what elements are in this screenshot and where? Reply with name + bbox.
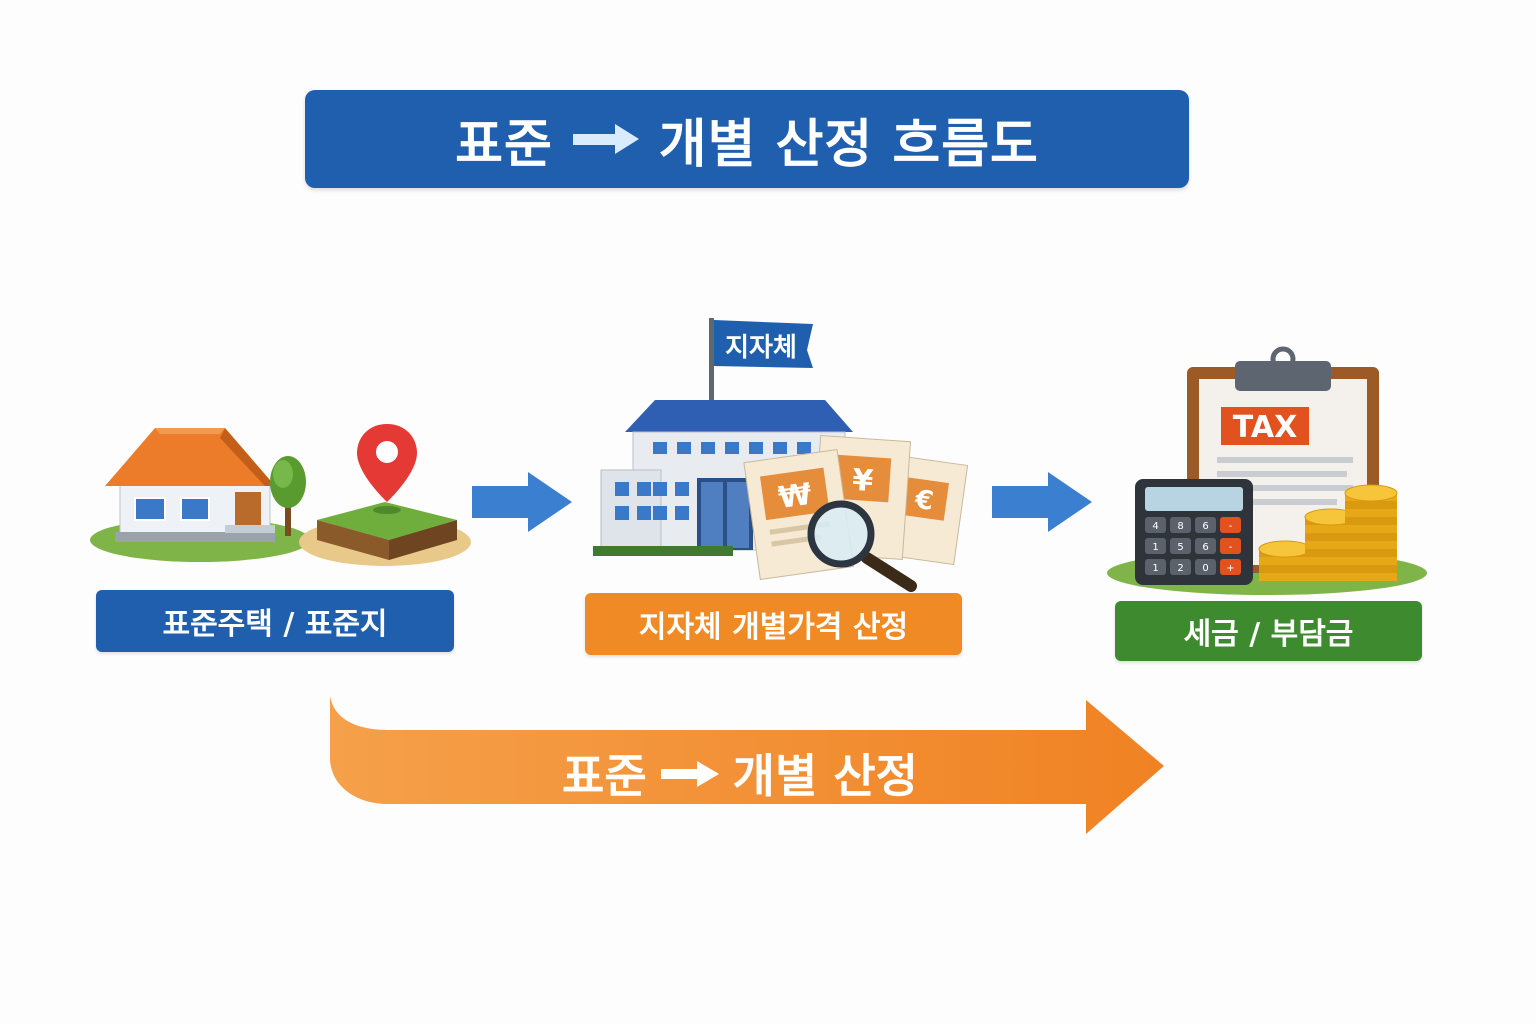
coin: [1305, 557, 1357, 565]
calculator-key: [1220, 559, 1241, 575]
location-pin-icon: [357, 424, 417, 514]
calculator-key-label: 4: [1152, 521, 1158, 532]
coin: [1305, 549, 1357, 557]
calculator-key-label: -: [1229, 542, 1233, 553]
calculator-key: [1195, 538, 1216, 554]
step-label-local-government: 지자체 개별가격 산정: [585, 593, 962, 655]
calculator-key-label: 2: [1177, 563, 1183, 574]
calculator-keypad: 4 8 6 - 1 5 6 - 1 2 0 +: [1145, 517, 1241, 575]
coin-top: [1344, 484, 1398, 502]
calculator-key-label: 6: [1202, 521, 1208, 532]
coin: [1345, 557, 1397, 565]
calculator-icon: 4 8 6 - 1 5 6 - 1 2 0 +: [1135, 479, 1253, 585]
coin: [1345, 501, 1397, 509]
calculator-key: [1170, 559, 1191, 575]
coin: [1305, 541, 1357, 549]
flag-text: 지자체: [725, 333, 797, 363]
house-icon: [105, 428, 275, 542]
calculator-key-label: 8: [1177, 521, 1183, 532]
title-arrow-icon: [571, 109, 641, 169]
euro-symbol: €: [912, 485, 935, 517]
bottom-arrow-right: 개별 산정: [732, 749, 918, 803]
step-label-tax: 세금 / 부담금: [1115, 601, 1422, 661]
bottom-arrow-inline-icon: [659, 746, 721, 800]
local-government-illustration: 지자체 € ¥: [593, 318, 969, 592]
calculator-key: [1220, 517, 1241, 533]
calculator-key-label: 6: [1202, 542, 1208, 553]
calculator-key-label: -: [1229, 521, 1233, 532]
coin: [1305, 573, 1357, 581]
title-right: 개별 산정 흐름도: [658, 114, 1039, 175]
calculator-key-label: 5: [1177, 542, 1183, 553]
calculator-key-label: 0: [1202, 563, 1208, 574]
tree-icon: [270, 456, 306, 536]
calculator-key: [1195, 517, 1216, 533]
calculator-key-label: +: [1226, 563, 1234, 574]
step-label-standard: 표준주택 / 표준지: [96, 590, 454, 652]
calculator-key-label: 1: [1152, 542, 1158, 553]
coin: [1259, 557, 1311, 565]
title-left: 표준: [455, 114, 553, 175]
calculator-key: [1145, 538, 1166, 554]
coin: [1259, 565, 1311, 573]
yen-symbol: ¥: [851, 463, 874, 499]
calculator-key: [1170, 538, 1191, 554]
flow-arrow-2-icon: [992, 472, 1092, 532]
bottom-flow-arrow: [330, 696, 1164, 834]
coin: [1345, 517, 1397, 525]
won-symbol: ₩: [776, 477, 814, 516]
currency-documents-icon: € ¥ ₩: [743, 434, 969, 581]
coin-top: [1258, 540, 1312, 558]
coin: [1345, 549, 1397, 557]
coin: [1345, 541, 1397, 549]
flag-icon: 지자체: [709, 318, 813, 400]
standard-house-land-illustration: [90, 424, 471, 566]
coin: [1305, 525, 1357, 533]
calculator-key: [1145, 559, 1166, 575]
bottom-arrow-text: 표준 개별 산정: [520, 738, 960, 808]
calculator-key: [1170, 517, 1191, 533]
page-title: 표준 개별 산정 흐름도: [305, 90, 1189, 188]
calculator-key: [1145, 517, 1166, 533]
coin: [1345, 509, 1397, 517]
coin: [1345, 573, 1397, 581]
tax-burden-illustration: TAX 4 8 6 - 1 5 6 - 1 2 0 +: [1107, 346, 1427, 595]
coins-icon: [1258, 484, 1398, 581]
coin: [1305, 533, 1357, 541]
bottom-arrow-left: 표준: [562, 749, 647, 803]
calculator-key: [1220, 538, 1241, 554]
land-plot-icon: [317, 502, 457, 560]
coin: [1345, 525, 1397, 533]
magnifier-icon: [807, 500, 917, 592]
coin: [1259, 573, 1311, 581]
coin: [1345, 533, 1397, 541]
tax-label: TAX: [1233, 410, 1297, 445]
coin: [1345, 565, 1397, 573]
calculator-key-label: 1: [1152, 563, 1158, 574]
calculator-key: [1195, 559, 1216, 575]
coin: [1305, 565, 1357, 573]
flow-arrow-1-icon: [472, 472, 572, 532]
